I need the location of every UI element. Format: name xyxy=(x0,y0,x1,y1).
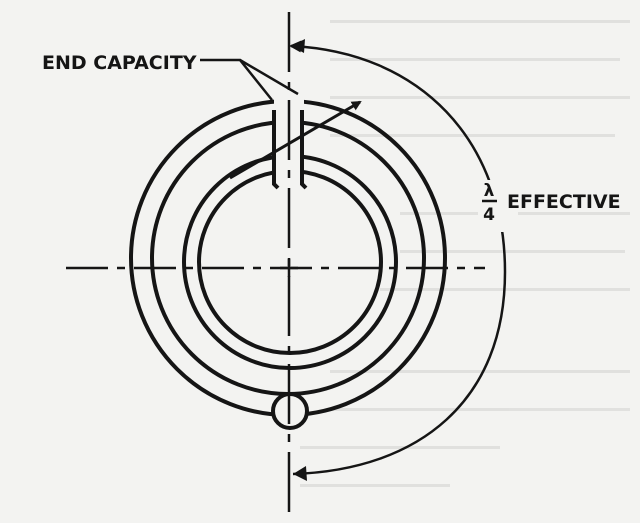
fraction-denominator: 4 xyxy=(483,205,495,225)
end-capacity-leader xyxy=(200,58,299,101)
field-arrow xyxy=(229,100,362,180)
end-capacity-label: END CAPACITY xyxy=(42,52,197,74)
fraction-numerator: λ xyxy=(484,181,495,201)
effective-arc-top-arrowhead xyxy=(291,39,305,53)
bleed-through-lines xyxy=(300,20,630,487)
arc-label-gap xyxy=(478,180,518,232)
effective-label: EFFECTIVE xyxy=(507,191,621,213)
effective-length-arc xyxy=(289,40,507,476)
center-cross xyxy=(280,259,298,277)
effective-arc-bottom-arrowhead xyxy=(293,466,307,481)
